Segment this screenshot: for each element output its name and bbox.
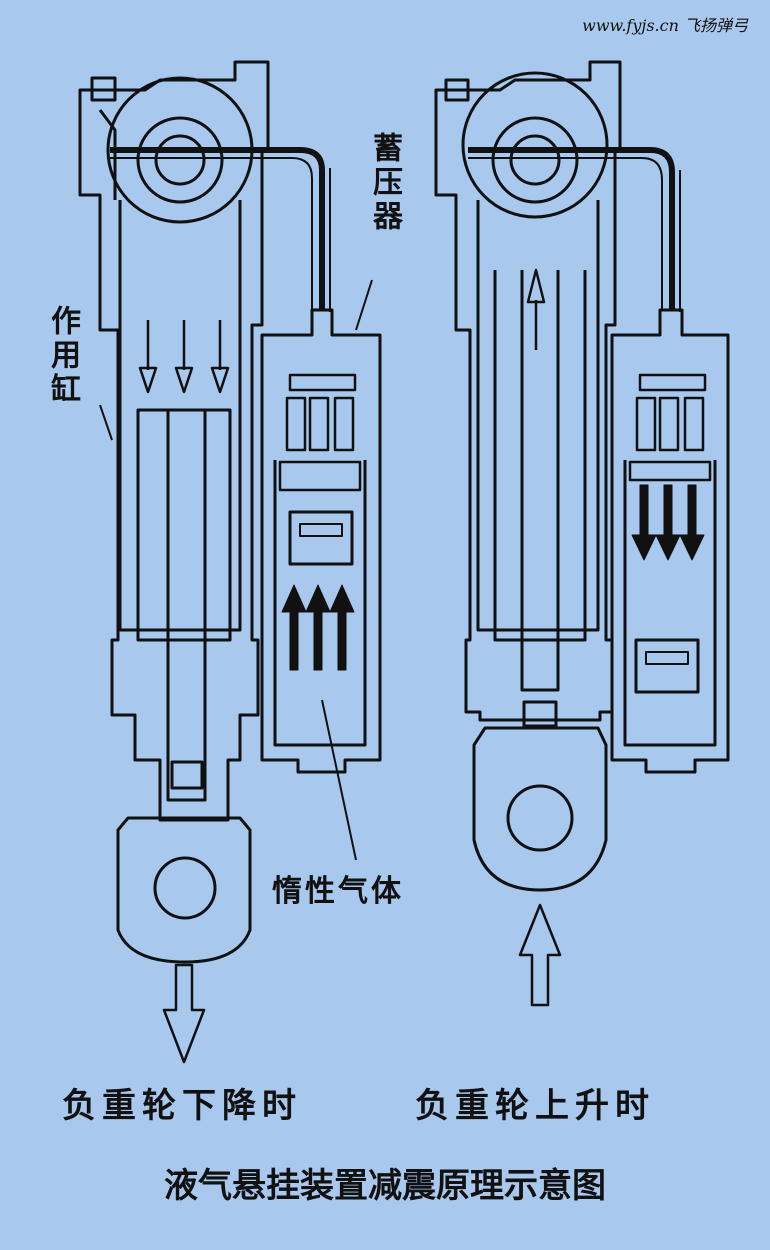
right-rod-block [522,700,558,728]
actuator-label-leader [99,404,113,441]
left-cylinder-inner [118,200,242,632]
right-head-ring [491,116,579,204]
right-gas-down-arrows [631,484,705,561]
left-accumulator-inner [273,460,367,747]
left-head-inner [154,134,206,186]
left-piston-rod [166,410,207,802]
left-load-down-arrow [162,963,206,1064]
right-head-inner [509,134,561,186]
right-accumulator-inner [623,460,717,747]
right-pipe [468,147,675,310]
right-wheel-arm [472,726,608,892]
right-cylinder-inner [476,200,600,632]
left-top-bracket [90,76,117,102]
left-rod-block [170,760,204,790]
right-head-outer [461,71,609,219]
right-floating-piston [634,638,700,694]
left-head-ring [136,116,224,204]
left-fluid-down-arrows [138,320,230,394]
accumulator-label: 蓄压器 [367,132,402,234]
right-assembly [434,60,730,1007]
left-wheel-arm [116,816,252,964]
left-pipe [110,147,325,310]
left-accumulator-housing [260,308,382,774]
left-valve-cluster [278,373,362,492]
inert-gas-label: 惰性气体 [272,874,404,909]
watermark-text: www.fyjs.cn 飞扬弹弓 [582,16,748,35]
right-accumulator-housing [610,308,730,774]
left-cylinder-housing [78,60,270,822]
left-gas-up-arrows [281,584,355,671]
right-piston-rod [520,270,560,692]
right-piston [493,270,587,642]
left-assembly [78,60,382,1064]
right-wheel-hub [506,784,574,852]
inert-gas-leader [321,699,357,861]
accumulator-label-leader [355,279,373,331]
left-wheel-hub [153,856,217,920]
right-fluid-up-arrow [526,268,546,350]
figure-title: 液气悬挂装置减震原理示意图 [164,1166,606,1206]
actuator-cylinder-label: 作用缸 [45,305,80,407]
right-valve-cluster [628,373,712,482]
right-caption: 负重轮上升时 [415,1086,655,1126]
right-load-up-arrow [518,903,562,1007]
left-piston [136,408,232,642]
left-floating-piston [288,510,354,566]
left-caption: 负重轮下降时 [62,1086,302,1126]
